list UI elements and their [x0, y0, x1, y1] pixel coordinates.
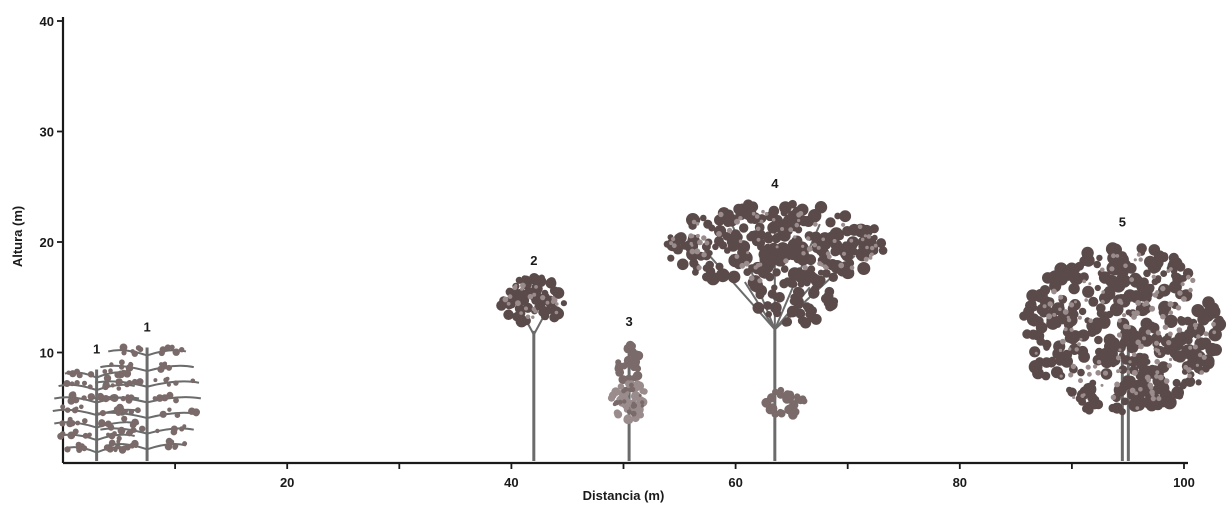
x-tick-label: 40 [504, 475, 518, 490]
tree-shrub: 1 [93, 319, 202, 461]
tree-dense: 5 [1019, 214, 1227, 461]
x-tick-label: 100 [1173, 475, 1195, 490]
trees: 1 1 2 3 4 5 [52, 176, 1227, 461]
tree-number-label: 2 [530, 253, 537, 268]
y-tick-label: 40 [40, 14, 54, 29]
tree-number-label: 3 [625, 314, 632, 329]
tree-number-label: 1 [143, 319, 150, 334]
x-axis-title: Distancia (m) [583, 488, 665, 503]
tree-narrow: 3 [607, 314, 648, 461]
x-tick-label: 60 [728, 475, 742, 490]
y-tick-label: 10 [40, 346, 54, 361]
tree-number-label: 5 [1119, 214, 1126, 229]
y-axis-title: Altura (m) [10, 206, 25, 267]
y-tick-label: 30 [40, 125, 54, 140]
tree-spreading: 4 [663, 176, 888, 461]
tree-shrub: 1 [52, 342, 141, 461]
x-tick-label: 20 [280, 475, 294, 490]
tree-number-label: 1 [93, 342, 100, 357]
tree-umbrella: 2 [496, 253, 568, 461]
y-tick-label: 20 [40, 235, 54, 250]
x-tick-label: 80 [953, 475, 967, 490]
tree-number-label: 4 [771, 176, 779, 191]
